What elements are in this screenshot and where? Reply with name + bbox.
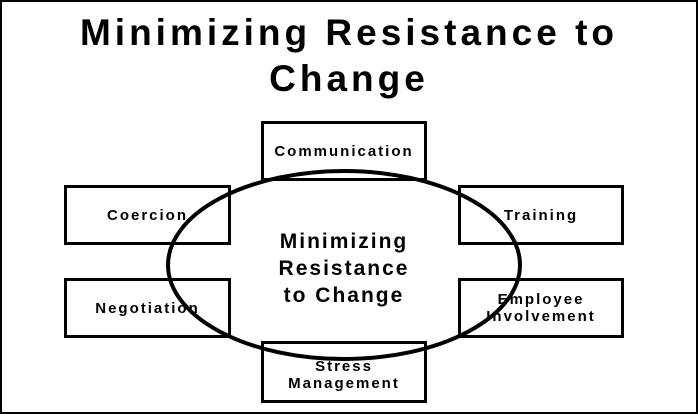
box-employee-involvement-line-1: Employee [497, 291, 585, 308]
box-stress-management-line-1: Stress [315, 358, 373, 375]
box-communication: Communication [261, 121, 427, 181]
box-employee-involvement-line-2: Involvement [486, 308, 596, 325]
box-employee-involvement-label: Employee Involvement [486, 291, 596, 325]
box-training-label: Training [503, 206, 579, 224]
box-negotiation-label: Negotiation [95, 299, 200, 317]
center-label-line-2: Resistance [278, 257, 410, 280]
box-coercion: Coercion [64, 185, 231, 245]
box-communication-label: Communication [274, 142, 414, 160]
diagram-title: Minimizing Resistance to Change [2, 10, 696, 102]
box-stress-management-label: Stress Management [288, 358, 400, 392]
box-employee-involvement: Employee Involvement [458, 278, 624, 338]
box-stress-management: Stress Management [261, 341, 427, 403]
center-label-line-3: to Change [283, 284, 405, 307]
center-label: Minimizing Resistance to Change [234, 228, 454, 309]
box-stress-management-line-2: Management [288, 375, 400, 392]
box-negotiation: Negotiation [64, 278, 231, 338]
box-coercion-label: Coercion [106, 206, 188, 224]
center-label-line-1: Minimizing [279, 230, 409, 253]
box-training: Training [458, 185, 624, 245]
title-line-2: Change [269, 58, 429, 99]
title-line-1: Minimizing Resistance to [79, 12, 618, 53]
